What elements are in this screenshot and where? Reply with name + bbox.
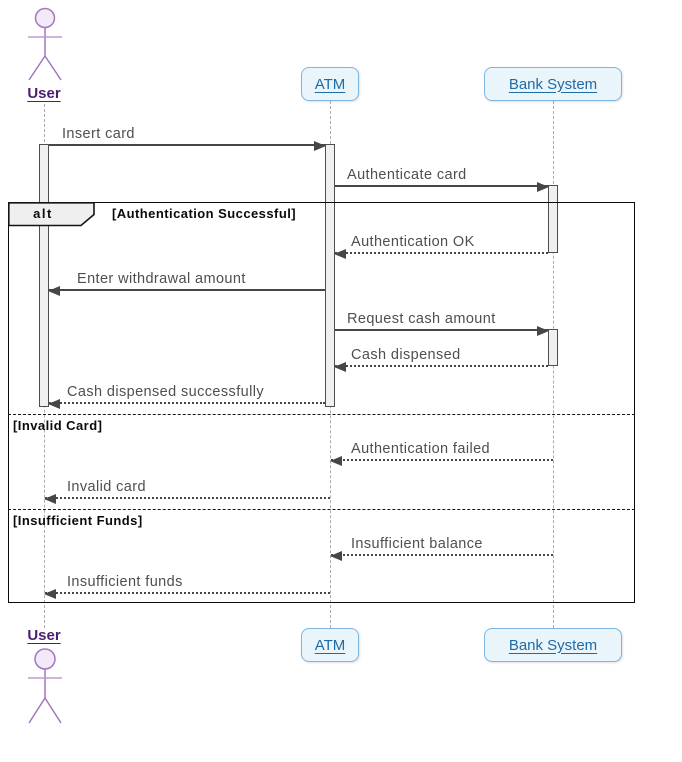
message-enter-withdrawal-amount: Enter withdrawal amount	[48, 271, 325, 296]
message-invalid-card: Invalid card	[44, 479, 330, 504]
message-line	[44, 494, 330, 504]
guard-insufficient-funds: [Insufficient Funds]	[13, 513, 143, 528]
stick-figure-icon	[28, 7, 62, 81]
message-line	[48, 399, 325, 409]
participant-name: ATM	[314, 75, 346, 93]
arrowhead-icon	[537, 326, 549, 336]
actor-label-user-top: User	[13, 85, 75, 102]
message-line	[335, 182, 549, 192]
arrowhead-icon	[330, 551, 342, 561]
message-request-cash-amount: Request cash amount	[335, 311, 549, 336]
arrowhead-icon	[334, 249, 346, 259]
activation-user	[39, 144, 49, 407]
arrowhead-icon	[44, 494, 56, 504]
message-label: Authentication failed	[351, 441, 490, 457]
alt-operator-pentagon	[8, 202, 96, 232]
message-insert-card: Insert card	[49, 126, 326, 151]
arrowhead-icon	[314, 141, 326, 151]
arrowhead-icon	[44, 589, 56, 599]
message-line	[335, 326, 549, 336]
participant-name: Bank System	[508, 636, 598, 654]
message-label: Insert card	[62, 126, 135, 142]
arrowhead-icon	[330, 456, 342, 466]
alt-fragment	[8, 202, 635, 603]
message-label: Enter withdrawal amount	[77, 271, 246, 287]
fragment-divider-2	[8, 509, 635, 510]
message-line	[334, 249, 548, 259]
actor-user-bottom	[23, 645, 67, 730]
participant-name: ATM	[314, 636, 346, 654]
pentagon-icon	[8, 202, 95, 227]
actor-name: User	[27, 85, 61, 102]
guard-authentication-successful: [Authentication Successful]	[112, 206, 297, 221]
message-label: Insufficient balance	[351, 536, 483, 552]
message-authentication-ok: Authentication OK	[334, 234, 548, 259]
message-authentication-failed: Authentication failed	[330, 441, 553, 466]
actor-label-user-bottom: User	[13, 627, 75, 644]
stick-figure-icon	[28, 648, 62, 724]
message-label: Cash dispensed successfully	[67, 384, 264, 400]
participant-bank-bottom: Bank System	[484, 628, 622, 662]
message-label: Authentication OK	[351, 234, 475, 250]
message-line	[44, 589, 330, 599]
message-line	[49, 141, 326, 151]
fragment-divider-1	[8, 414, 635, 415]
guard-invalid-card: [Invalid Card]	[13, 418, 103, 433]
message-line	[330, 551, 553, 561]
activation-atm	[325, 144, 335, 407]
participant-bank-top: Bank System	[484, 67, 622, 101]
arrowhead-icon	[48, 399, 60, 409]
message-label: Invalid card	[67, 479, 146, 495]
participant-atm-bottom: ATM	[301, 628, 359, 662]
participant-atm-top: ATM	[301, 67, 359, 101]
arrowhead-icon	[48, 286, 60, 296]
actor-user-top	[23, 4, 67, 89]
message-label: Cash dispensed	[351, 347, 461, 363]
message-insufficient-funds: Insufficient funds	[44, 574, 330, 599]
activation-bank-2	[548, 329, 558, 366]
message-label: Authenticate card	[347, 167, 467, 183]
alt-operator-label: alt	[33, 206, 53, 221]
message-line	[330, 456, 553, 466]
participant-name: Bank System	[508, 75, 598, 93]
actor-name: User	[27, 627, 61, 644]
message-label: Request cash amount	[347, 311, 496, 327]
message-line	[334, 362, 548, 372]
arrowhead-icon	[537, 182, 549, 192]
message-authenticate-card: Authenticate card	[335, 167, 549, 192]
message-line	[48, 286, 325, 296]
activation-bank-1	[548, 185, 558, 253]
message-label: Insufficient funds	[67, 574, 183, 590]
arrowhead-icon	[334, 362, 346, 372]
message-cash-dispensed-successfully: Cash dispensed successfully	[48, 384, 325, 409]
message-insufficient-balance: Insufficient balance	[330, 536, 553, 561]
message-cash-dispensed: Cash dispensed	[334, 347, 548, 372]
